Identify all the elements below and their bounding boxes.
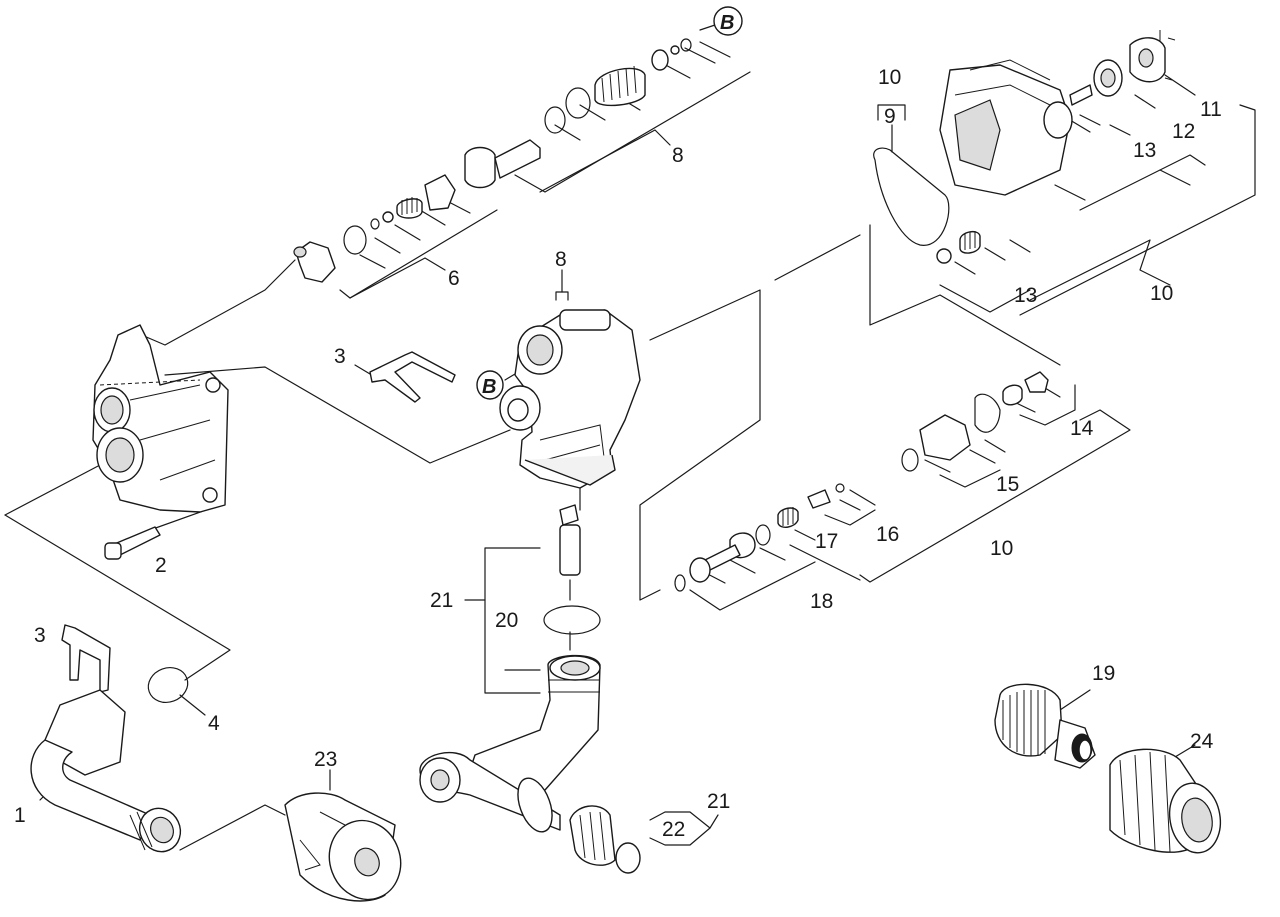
pump-housing [92, 324, 229, 513]
valve-parts-14-15 [901, 371, 1049, 472]
valve-group-6-parts [293, 174, 456, 283]
hose-coupling-23 [284, 792, 402, 902]
b-marker-1: B [476, 370, 504, 400]
label-part-8-group: 8 [672, 144, 684, 167]
label-part-16: 16 [876, 523, 899, 546]
label-part-13-upper: 13 [1133, 139, 1156, 162]
label-part-10-middle: 10 [1150, 282, 1173, 305]
detail-marker-b-top: B [720, 12, 734, 34]
label-part-13-lower: 13 [1014, 284, 1037, 307]
elbow-pipe-21 [419, 654, 641, 874]
valve-body [499, 309, 641, 489]
label-part-10-bottom: 10 [990, 537, 1013, 560]
label-part-18: 18 [810, 590, 833, 613]
label-part-14: 14 [1070, 417, 1094, 440]
label-part-3-lower: 3 [34, 624, 46, 647]
label-part-19: 19 [1092, 662, 1115, 685]
right-pump-head [939, 59, 1073, 196]
valve-parts-16-17-18 [674, 483, 845, 592]
o-ring-4 [147, 667, 189, 703]
label-part-8-valve: 8 [555, 248, 567, 271]
b-marker-2: B [713, 6, 743, 36]
screw-part [104, 526, 161, 560]
label-part-6: 6 [448, 267, 460, 290]
label-part-15: 15 [996, 473, 1019, 496]
leader-lines [4, 24, 1256, 851]
label-part-21-left: 21 [430, 589, 453, 612]
insert-parts-20-21 [543, 504, 601, 635]
label-part-22: 22 [662, 818, 685, 841]
label-part-1: 1 [14, 804, 26, 827]
label-part-21-right: 21 [707, 790, 730, 813]
label-part-10-top: 10 [878, 66, 901, 89]
part-number-labels: 1 2 3 3 4 6 8 8 9 10 10 10 11 12 13 13 1… [14, 66, 1222, 841]
spring-13 [936, 230, 981, 264]
label-part-24: 24 [1190, 730, 1214, 753]
label-part-23: 23 [314, 748, 337, 771]
label-part-2: 2 [155, 554, 167, 577]
elbow-pipe-1 [30, 689, 182, 853]
label-part-11: 11 [1200, 98, 1222, 121]
label-part-20: 20 [495, 609, 518, 632]
label-part-17: 17 [815, 530, 838, 553]
piston-parts-11-12 [1069, 30, 1176, 106]
label-part-12: 12 [1172, 120, 1195, 143]
seal-ring-9 [873, 147, 950, 246]
bracket-clip-upper [369, 351, 456, 403]
bracket-clip-lower [61, 624, 111, 693]
label-part-3-upper: 3 [334, 345, 346, 368]
quick-coupling-24 [1109, 748, 1222, 854]
detail-marker-b-valve: B [482, 376, 496, 398]
label-part-9: 9 [884, 105, 896, 128]
quick-coupling-19 [994, 683, 1096, 769]
label-part-4: 4 [208, 712, 220, 735]
valve-group-8-parts [464, 38, 692, 189]
